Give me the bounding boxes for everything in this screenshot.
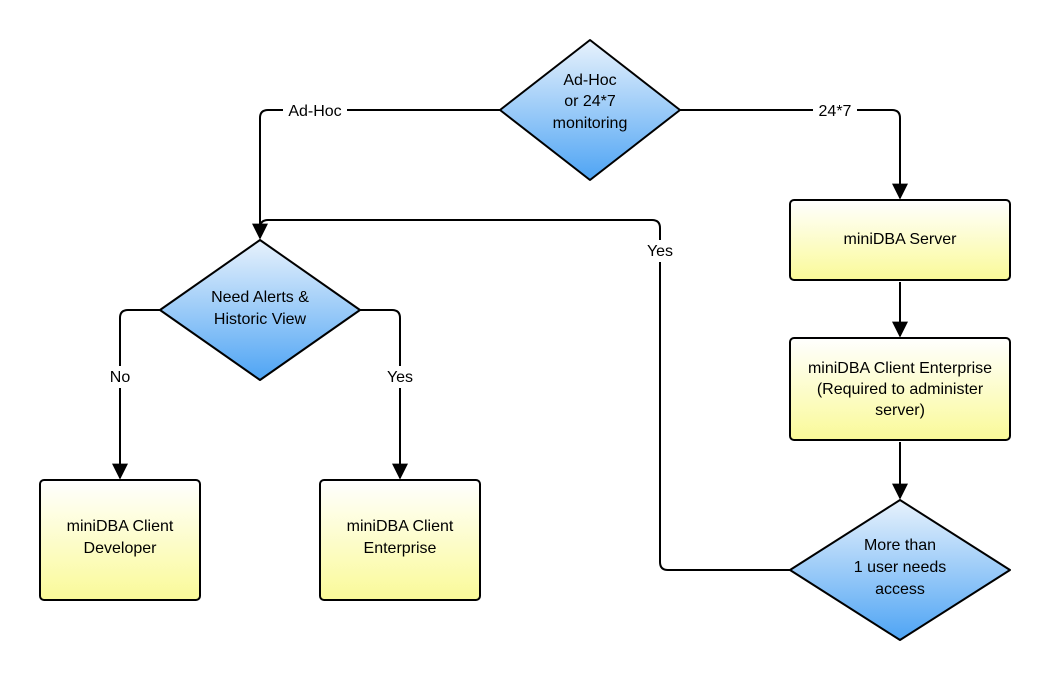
edge-yes-loop (259, 219, 790, 571)
box-server-label: miniDBA Server (844, 231, 958, 248)
edge-label-yes-loop: Yes (647, 243, 673, 260)
box-enterprise-line-2: Enterprise (364, 540, 437, 557)
box-admin-line-3: server) (875, 402, 925, 419)
decision-monitoring-line-1: Ad-Hoc (563, 72, 616, 89)
box-minidba-server: miniDBA Server (789, 199, 1011, 281)
edge-adhoc (252, 109, 500, 240)
decision-multiple-users: More than 1 user needs access (789, 499, 1011, 641)
decision-users-line-1: More than (864, 537, 936, 554)
box-minidba-client-enterprise-admin: miniDBA Client Enterprise (Required to a… (789, 337, 1011, 441)
decision-alerts-line-1: Need Alerts & (211, 289, 309, 306)
box-admin-line-1: miniDBA Client Enterprise (808, 360, 992, 377)
decision-monitoring-line-3: monitoring (553, 115, 628, 132)
edge-label-no: No (110, 369, 131, 386)
edge-yes-left (360, 309, 408, 480)
box-developer-line-2: Developer (84, 540, 158, 557)
decision-users-line-2: 1 user needs (854, 559, 947, 576)
decision-alerts-history: Need Alerts & Historic View (159, 239, 361, 381)
decision-monitoring-type: Ad-Hoc or 24*7 monitoring (499, 39, 681, 181)
edge-label-24x7: 24*7 (819, 103, 852, 120)
edge-24x7 (680, 109, 908, 200)
box-admin-line-2: (Required to administer (817, 381, 984, 398)
box-developer-line-1: miniDBA Client (67, 518, 174, 535)
box-minidba-client-developer: miniDBA Client Developer (39, 479, 201, 601)
box-minidba-client-enterprise: miniDBA Client Enterprise (319, 479, 481, 601)
decision-alerts-line-2: Historic View (214, 311, 307, 328)
decision-users-line-3: access (875, 581, 925, 598)
edge-no (112, 309, 160, 480)
box-enterprise-line-1: miniDBA Client (347, 518, 454, 535)
edge-label-yes-left: Yes (387, 369, 413, 386)
decision-monitoring-line-2: or 24*7 (564, 93, 616, 110)
edge-label-adhoc: Ad-Hoc (288, 103, 341, 120)
